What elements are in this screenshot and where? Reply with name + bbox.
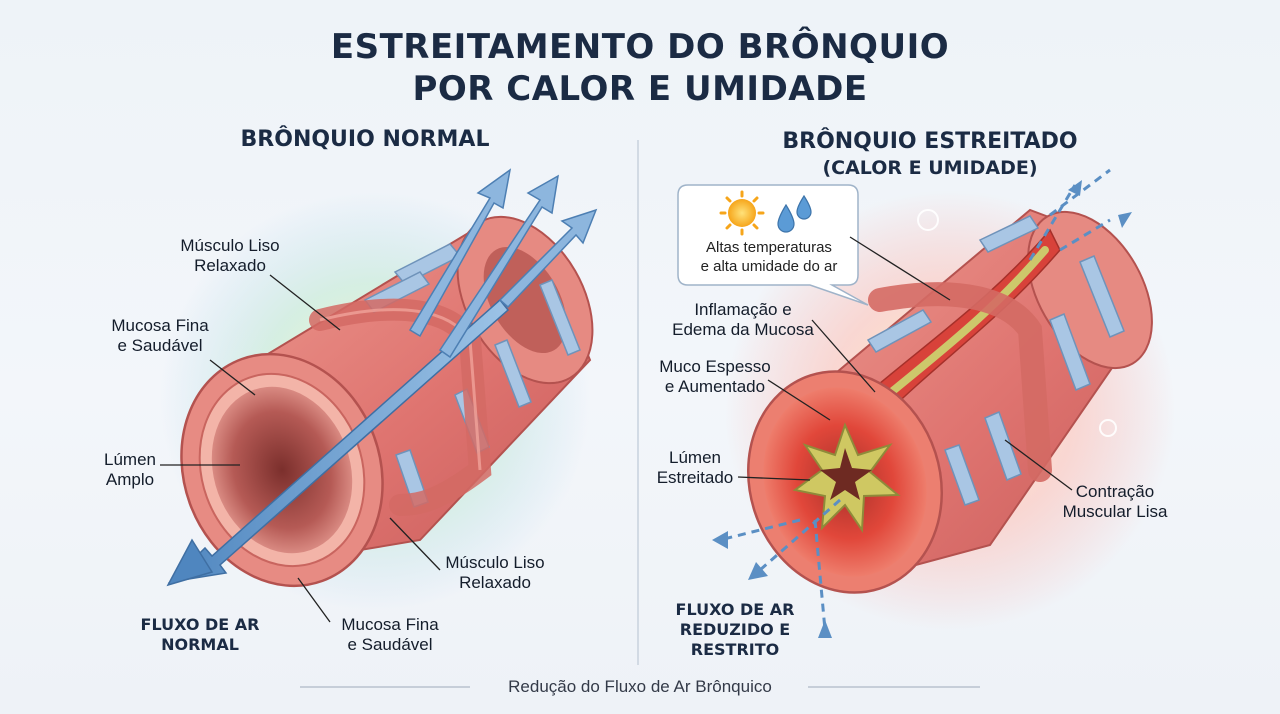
- narrowed-bronchus: [712, 168, 1153, 638]
- title-line-1: ESTREITAMENTO DO BRÔNQUIO: [330, 27, 950, 67]
- label-lumen-wide: Lúmen Amplo: [104, 450, 156, 489]
- label-airflow-reduced: FLUXO DE AR REDUZIDO E RESTRITO: [675, 600, 795, 659]
- sun-icon: [719, 190, 765, 236]
- right-heading-line-1: BRÔNQUIO ESTREITADO: [782, 129, 1078, 154]
- right-heading-line-2: (CALOR E UMIDADE): [822, 157, 1038, 179]
- label-mucosa-bottom: Mucosa Fina e Saudável: [341, 615, 439, 654]
- title-line-2: POR CALOR E UMIDADE: [412, 69, 868, 109]
- page-title: ESTREITAMENTO DO BRÔNQUIO POR CALOR E UM…: [0, 26, 1280, 110]
- leader-lines: [160, 236, 1073, 623]
- right-panel-heading: BRÔNQUIO ESTREITADO (CALOR E UMIDADE): [745, 129, 1115, 181]
- label-smooth-muscle-top: Músculo Liso Relaxado: [180, 236, 280, 275]
- climate-callout: [677, 184, 869, 306]
- label-inflammation: Inflamação e Edema da Mucosa: [672, 300, 814, 339]
- footer-caption: Redução do Fluxo de Ar Brônquico: [508, 677, 772, 696]
- callout-text: Altas temperaturas e alta umidade do ar: [700, 239, 838, 275]
- label-muscle-contraction: Contração Muscular Lisa: [1062, 482, 1168, 521]
- label-smooth-muscle-bottom: Músculo Liso Relaxado: [445, 553, 545, 592]
- left-panel-heading: BRÔNQUIO NORMAL: [240, 127, 490, 152]
- label-lumen-narrowed: Lúmen Estreitado: [656, 448, 734, 487]
- label-mucosa-top: Mucosa Fina e Saudável: [111, 316, 209, 355]
- label-airflow-normal: FLUXO DE AR NORMAL: [140, 615, 260, 654]
- label-mucus: Muco Espesso e Aumentado: [659, 357, 771, 396]
- normal-bronchus: [166, 168, 598, 588]
- water-drops-icon: [777, 194, 812, 233]
